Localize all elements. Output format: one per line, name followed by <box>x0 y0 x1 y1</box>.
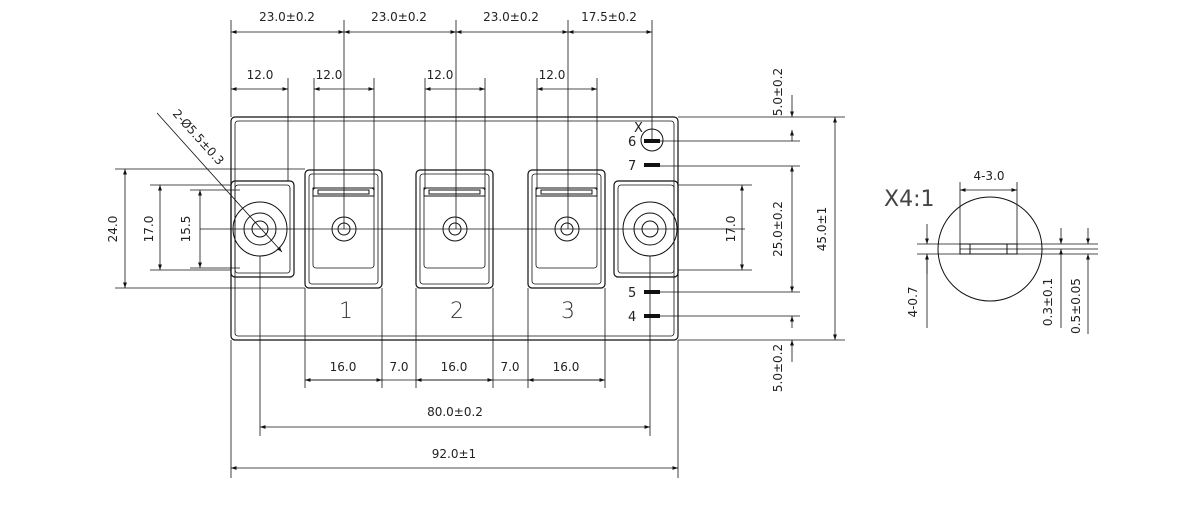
terminal-width-dim-4: 12.0 <box>539 68 566 82</box>
right-dim-top-margin: 5.0±0.2 <box>771 68 785 116</box>
left-dim-15-5: 15.5 <box>179 216 193 243</box>
hole-leader-line <box>156 112 283 253</box>
pin-marker-x: X <box>634 121 643 136</box>
right-dim-middle: 25.0±0.2 <box>771 201 785 257</box>
left-dim-24: 24.0 <box>106 216 120 243</box>
hole-pitch-dimension <box>259 256 651 436</box>
terminal-width-dim-2: 12.0 <box>316 68 343 82</box>
detail-scale-label: X4:1 <box>884 187 934 212</box>
right-dim-total: 45.0±1 <box>815 207 829 251</box>
right-height-dimensions <box>660 95 845 362</box>
total-width-dim: 92.0±1 <box>432 447 476 461</box>
pin-label-6: 6 <box>628 135 636 150</box>
pitch-dim-1: 23.0±0.2 <box>259 10 315 24</box>
bottom-gap-dim-5: 16.0 <box>553 360 580 374</box>
terminal-label-1: 1 <box>339 299 353 324</box>
aux-pin-6 <box>644 139 660 143</box>
detail-thickness1-dim: 0.3±0.1 <box>1041 278 1055 326</box>
detail-height-dim: 4-0.7 <box>906 286 920 317</box>
pin-label-4: 4 <box>628 310 636 325</box>
aux-pin-5 <box>644 290 660 294</box>
bottom-gap-dim-2: 7.0 <box>389 360 408 374</box>
right-dim-17: 17.0 <box>724 216 738 243</box>
terminal-label-3: 3 <box>561 299 575 324</box>
bottom-gap-dim-3: 16.0 <box>441 360 468 374</box>
detail-pin-section <box>917 182 1098 334</box>
terminal-label-2: 2 <box>450 299 464 324</box>
bottom-gap-dimensions <box>304 288 606 388</box>
pitch-dim-4: 17.5±0.2 <box>581 10 637 24</box>
pin-label-5: 5 <box>628 286 636 301</box>
pitch-dim-3: 23.0±0.2 <box>483 10 539 24</box>
total-width-dimension <box>230 340 679 478</box>
aux-pin-4 <box>644 314 660 318</box>
hole-pitch-dim: 80.0±0.2 <box>427 405 483 419</box>
right-dim-bottom-margin: 5.0±0.2 <box>771 344 785 392</box>
terminal-width-dimensions <box>231 78 598 188</box>
top-pitch-dimensions <box>230 20 653 229</box>
left-height-dimensions <box>115 168 305 289</box>
terminal-width-dim-3: 12.0 <box>427 68 454 82</box>
left-dim-17: 17.0 <box>142 216 156 243</box>
bottom-gap-dim-1: 16.0 <box>330 360 357 374</box>
terminal-width-dim-1: 12.0 <box>247 68 274 82</box>
detail-thickness2-dim: 0.5±0.05 <box>1069 278 1083 334</box>
detail-width-dim: 4-3.0 <box>973 169 1004 183</box>
bottom-gap-dim-4: 7.0 <box>500 360 519 374</box>
pitch-dim-2: 23.0±0.2 <box>371 10 427 24</box>
aux-pin-7 <box>644 163 660 167</box>
pin-label-7: 7 <box>628 159 636 174</box>
